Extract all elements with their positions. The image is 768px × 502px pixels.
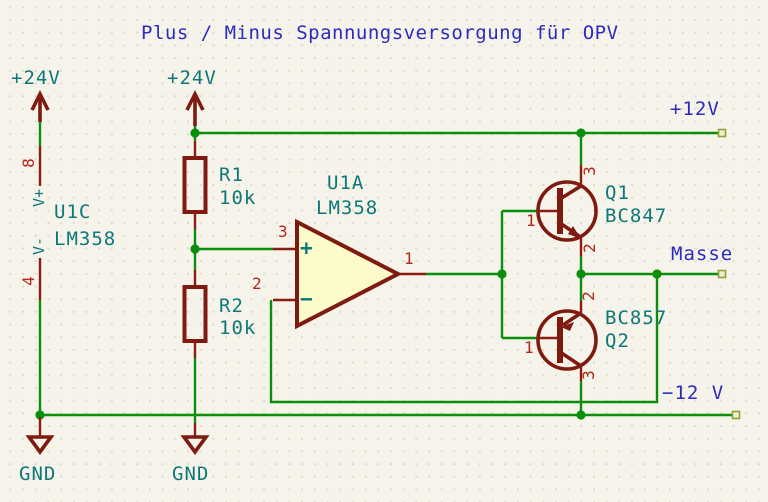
junction-dot <box>576 410 586 420</box>
up-arrow-icon <box>30 89 50 111</box>
pnp-emitter-arrow-icon <box>561 322 574 331</box>
transistor-q2[interactable] <box>536 301 598 381</box>
junction-dot <box>576 269 586 279</box>
power-symbol-24v-mid[interactable] <box>185 89 205 126</box>
junction-dot <box>576 128 586 138</box>
q2-reference[interactable]: Q2 <box>605 330 630 352</box>
gnd-triangle-icon <box>180 435 210 456</box>
resistor-r1[interactable] <box>182 141 208 229</box>
u1a-inverting-mark: − <box>300 287 313 311</box>
net-label-minus12[interactable]: −12 V <box>662 382 725 404</box>
wire-end-square <box>731 410 741 420</box>
u1c-pin8-number: 8 <box>19 158 38 168</box>
u1c-vminus-pin-name: V- <box>30 236 48 256</box>
q2-value[interactable]: BC857 <box>605 307 668 329</box>
opamp-triangle[interactable] <box>295 218 403 330</box>
q2-pin1-number: 1 <box>524 338 534 357</box>
transistor-q1[interactable] <box>536 165 598 256</box>
power-label-24v-mid[interactable]: +24V <box>167 67 217 89</box>
u1c-value[interactable]: LM358 <box>54 228 117 250</box>
u1a-pin2-number: 2 <box>252 274 262 293</box>
junction-dot <box>190 128 200 138</box>
schematic-title[interactable]: Plus / Minus Spannungsversorgung für OPV <box>141 22 619 44</box>
q1-value[interactable]: BC847 <box>605 205 668 227</box>
junction-dot <box>652 269 662 279</box>
net-label-masse[interactable]: Masse <box>671 243 734 265</box>
u1a-value[interactable]: LM358 <box>316 197 379 219</box>
power-symbol-24v-left[interactable] <box>30 89 50 122</box>
gnd-label-left[interactable]: GND <box>19 463 57 485</box>
net-label-plus12[interactable]: +12V <box>670 98 720 120</box>
wire-feedback[interactable] <box>269 274 659 404</box>
wire-end-square <box>717 269 727 279</box>
r2-reference[interactable]: R2 <box>219 295 244 317</box>
q1-pin2-number: 2 <box>580 243 599 253</box>
r2-value[interactable]: 10k <box>219 317 257 339</box>
r1-value[interactable]: 10k <box>219 187 257 209</box>
u1a-reference[interactable]: U1A <box>327 172 365 194</box>
q1-pin1-number: 1 <box>526 211 536 230</box>
npn-emitter-arrow-icon <box>568 226 581 239</box>
u1a-pin1-number: 1 <box>404 249 414 268</box>
u1a-noninverting-mark: + <box>300 236 313 260</box>
opamp-u1a[interactable] <box>273 218 426 330</box>
up-arrow-icon <box>185 89 205 111</box>
junction-dot <box>190 244 200 254</box>
gnd-symbol-mid[interactable] <box>180 423 210 456</box>
gnd-label-mid[interactable]: GND <box>172 463 210 485</box>
resistor-r2[interactable] <box>182 270 208 358</box>
power-label-24v-left[interactable]: +24V <box>11 67 61 89</box>
q1-reference[interactable]: Q1 <box>605 182 630 204</box>
r1-reference[interactable]: R1 <box>219 164 244 186</box>
q2-pin2-number: 2 <box>579 291 598 301</box>
wire-end-square <box>717 128 727 138</box>
q2-pin3-number: 3 <box>579 370 598 380</box>
u1c-vplus-pin-name: V+ <box>30 188 48 208</box>
junction-dot <box>35 410 45 420</box>
gnd-triangle-icon <box>25 435 55 456</box>
gnd-symbol-left[interactable] <box>25 417 55 456</box>
junction-dot <box>497 269 507 279</box>
u1a-pin3-number: 3 <box>278 222 288 241</box>
q1-pin3-number: 3 <box>580 166 599 176</box>
junction-dots <box>35 128 662 420</box>
wires[interactable] <box>38 122 736 423</box>
u1c-pin4-number: 4 <box>19 276 38 286</box>
u1c-reference[interactable]: U1C <box>54 201 92 223</box>
